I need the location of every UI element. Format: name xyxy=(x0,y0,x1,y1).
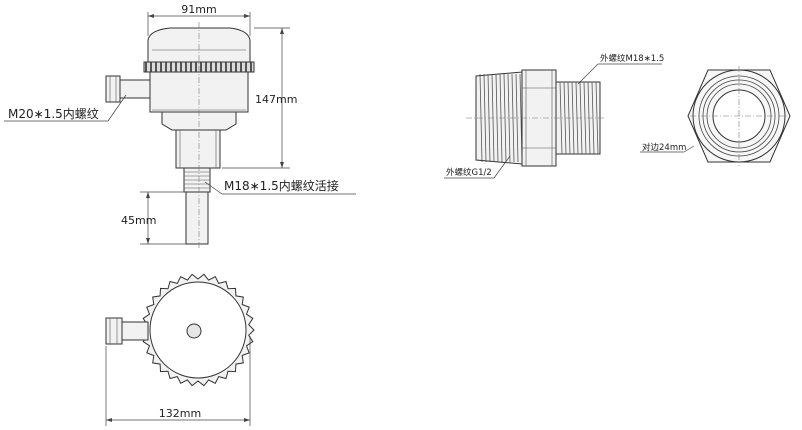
adapter-side-view: 外螺纹M18∗1.5 外螺纹G1/2 xyxy=(444,53,664,179)
knurl-teeth xyxy=(145,62,252,72)
dim-width-bottom-label: 132mm xyxy=(159,407,201,420)
leader-side-thread: M20∗1.5内螺纹 xyxy=(4,94,127,122)
leader-adapter-small: 外螺纹M18∗1.5 xyxy=(577,53,664,85)
leader-adapter-large: 外螺纹G1/2 xyxy=(444,155,511,179)
dim-probe-length-label: 45mm xyxy=(121,214,156,227)
dim-height-total-label: 147mm xyxy=(255,93,297,106)
dim-probe-length: 45mm xyxy=(121,191,186,245)
side-thread-label: M20∗1.5内螺纹 xyxy=(8,107,99,121)
front-view: 91mm 147mm 45mm M20∗1.5内螺纹 M xyxy=(4,3,356,250)
process-thread-label: M18∗1.5内螺纹活接 xyxy=(224,178,339,193)
leader-process-thread: M18∗1.5内螺纹活接 xyxy=(204,178,356,195)
hex-across-flats-label: 对边24mm xyxy=(642,142,686,153)
adapter-hex xyxy=(521,69,557,167)
dim-height-total: 147mm xyxy=(222,27,297,169)
cable-gland xyxy=(119,79,151,99)
leader-hex-across-flats: 对边24mm xyxy=(640,142,695,153)
fitting-threads xyxy=(184,171,210,189)
dim-width-top-label: 91mm xyxy=(181,3,216,16)
top-view: 132mm xyxy=(105,273,255,426)
top-cable-gland xyxy=(121,321,149,341)
adapter-end-view: 对边24mm xyxy=(640,66,791,166)
top-center-boss xyxy=(186,323,202,339)
cable-gland-nut xyxy=(105,75,121,103)
stem xyxy=(175,129,221,169)
probe xyxy=(185,191,209,245)
top-cable-gland-nut xyxy=(105,317,123,345)
adapter-large-thread-label: 外螺纹G1/2 xyxy=(446,167,492,178)
adapter-small-thread-label: 外螺纹M18∗1.5 xyxy=(600,53,664,64)
dim-width-bottom: 132mm xyxy=(105,336,251,426)
dim-width-top: 91mm xyxy=(147,3,251,36)
